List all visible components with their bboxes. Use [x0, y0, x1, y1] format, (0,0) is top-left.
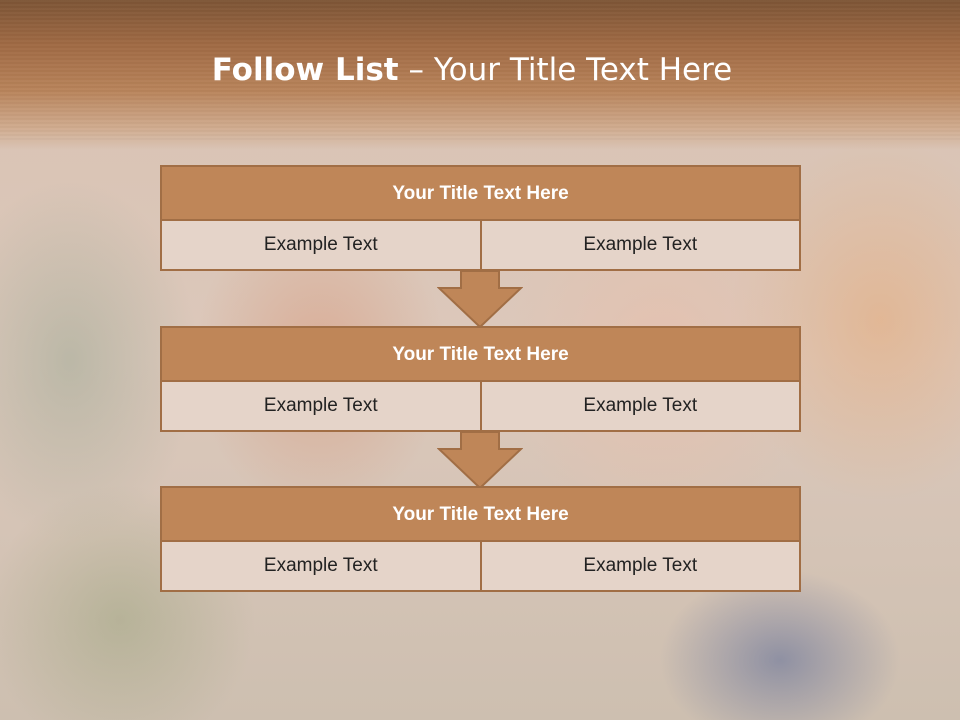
slide-title-rest: – Your Title Text Here [398, 52, 733, 88]
step-cell-right: Example Text [481, 382, 801, 432]
step-title: Your Title Text Here [160, 165, 801, 221]
down-arrow-icon [437, 270, 523, 328]
step-cell-right: Example Text [481, 221, 801, 271]
step-row: Example Text Example Text [160, 221, 801, 271]
step-cell-left: Example Text [160, 382, 482, 432]
down-arrow-icon [437, 431, 523, 489]
step-block-2: Your Title Text Here Example Text Exampl… [160, 326, 801, 432]
title-band-texture [0, 0, 960, 140]
slide-title: Follow List – Your Title Text Here [0, 52, 944, 88]
slide-title-bold: Follow List [211, 52, 399, 88]
step-cell-left: Example Text [160, 221, 482, 271]
step-title: Your Title Text Here [160, 486, 801, 542]
step-row: Example Text Example Text [160, 382, 801, 432]
step-block-3: Your Title Text Here Example Text Exampl… [160, 486, 801, 592]
step-title: Your Title Text Here [160, 326, 801, 382]
step-row: Example Text Example Text [160, 542, 801, 592]
title-band [0, 0, 960, 150]
step-cell-right: Example Text [481, 542, 801, 592]
step-block-1: Your Title Text Here Example Text Exampl… [160, 165, 801, 271]
step-cell-left: Example Text [160, 542, 482, 592]
